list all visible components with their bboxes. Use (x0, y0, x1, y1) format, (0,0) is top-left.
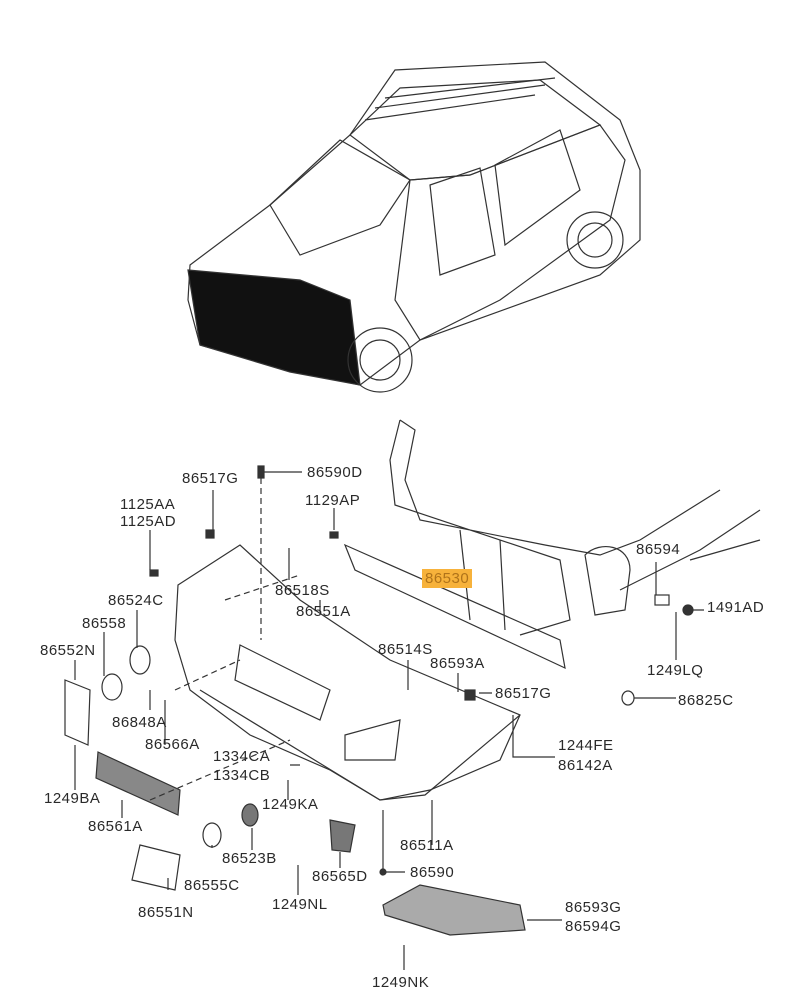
part-label-86552N: 86552N (40, 642, 96, 659)
part-label-1491AD: 1491AD (707, 599, 765, 616)
part-label-86566A: 86566A (145, 736, 200, 753)
part-label-86524C: 86524C (108, 592, 164, 609)
part-label-1125AA: 1125AA (120, 496, 176, 513)
part-label-86511A: 86511A (400, 837, 454, 854)
part-label-1125AD: 1125AD (120, 513, 177, 530)
part-label-1249NK: 1249NK (372, 974, 430, 991)
part-label-1129AP: 1129AP (305, 492, 361, 509)
part-label-1249KA: 1249KA (262, 796, 319, 813)
leader-lines (74, 471, 704, 970)
part-label-86551A: 86551A (296, 603, 351, 620)
front-bumper-highlight (187, 269, 361, 386)
part-label-1334CB: 1334CB (213, 767, 271, 784)
small-parts (64, 465, 694, 936)
part-label-86558: 86558 (82, 615, 127, 632)
part-label-86594: 86594 (636, 541, 681, 558)
part-label-86517G: 86517G (182, 470, 239, 487)
part-label-86555C: 86555C (184, 877, 240, 894)
front-bumper (174, 544, 521, 801)
part-label-86593G: 86593G (565, 899, 622, 916)
part-label-1244FE: 1244FE (558, 737, 614, 754)
part-label-1249BA: 1249BA (44, 790, 101, 807)
part-label-86565D: 86565D (312, 868, 368, 885)
radiator-support (343, 419, 761, 670)
part-label-86593A: 86593A (430, 655, 485, 672)
part-label-86517G-2: 86517G (495, 685, 552, 702)
part-label-86551N: 86551N (138, 904, 194, 921)
part-label-1249LQ: 1249LQ (647, 662, 704, 679)
part-label-86514S: 86514S (378, 641, 433, 658)
part-label-1249NL: 1249NL (272, 896, 328, 913)
part-label-86825C: 86825C (678, 692, 734, 709)
part-label-86561A: 86561A (88, 818, 143, 835)
part-label-86594G: 86594G (565, 918, 622, 935)
part-label-86142A: 86142A (558, 757, 613, 774)
part-label-1334CA: 1334CA (213, 748, 271, 765)
part-label-86848A: 86848A (112, 714, 167, 731)
part-label-86590: 86590 (410, 864, 455, 881)
part-label-86523B: 86523B (222, 850, 277, 867)
part-label-86530-highlighted[interactable]: 86530 (422, 569, 473, 588)
part-label-86518S: 86518S (275, 582, 330, 599)
part-label-86590D: 86590D (307, 464, 363, 481)
vehicle-illustration (187, 61, 641, 393)
